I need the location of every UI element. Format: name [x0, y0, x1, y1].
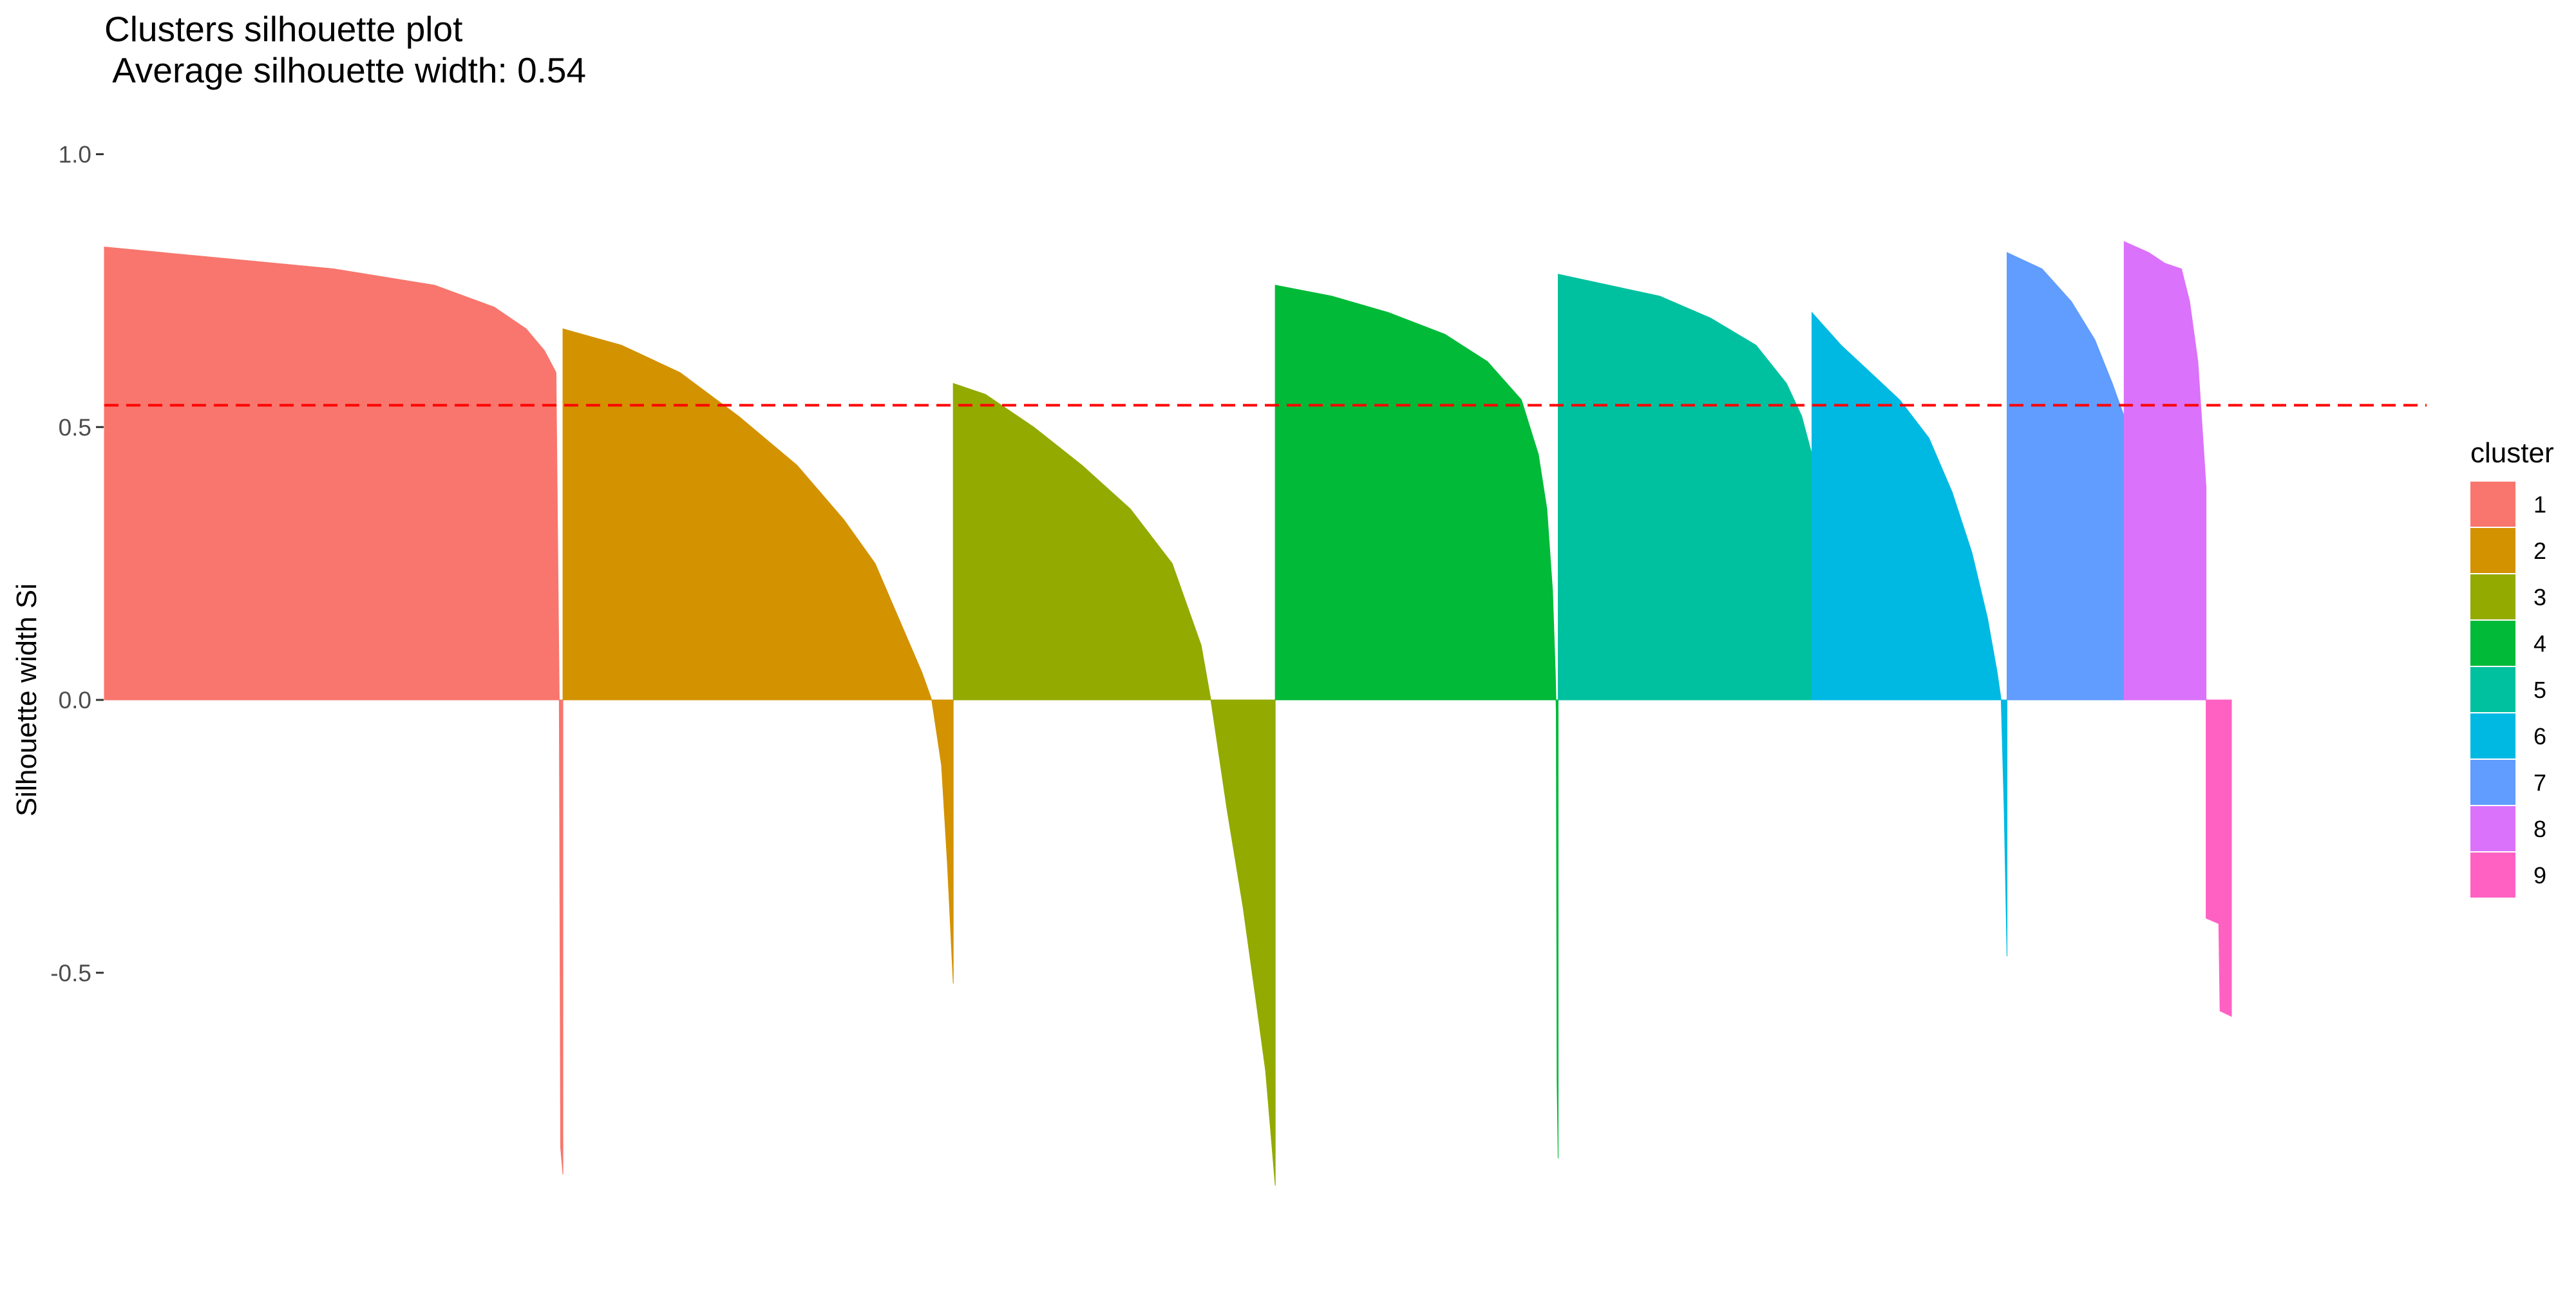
- silhouette-cluster-7: [2007, 252, 2125, 701]
- y-tick-label: 0.0: [59, 687, 91, 713]
- silhouette-cluster-5: [1558, 274, 1812, 701]
- legend-swatch-7: [2470, 760, 2515, 805]
- legend-label-4: 4: [2533, 630, 2546, 657]
- legend-label-2: 2: [2533, 538, 2546, 564]
- legend-swatch-4: [2470, 621, 2515, 666]
- legend-swatch-8: [2470, 806, 2515, 851]
- y-tick-label: 1.0: [59, 142, 91, 168]
- silhouette-cluster-9: [2206, 699, 2232, 1017]
- chart-subtitle: Average silhouette width: 0.54: [104, 50, 587, 90]
- legend-label-3: 3: [2533, 584, 2546, 610]
- silhouette-cluster-2: [562, 328, 954, 984]
- legend-label-5: 5: [2533, 677, 2546, 703]
- silhouette-cluster-6: [1812, 311, 2007, 957]
- legend-swatch-9: [2470, 853, 2515, 898]
- legend-label-9: 9: [2533, 862, 2546, 889]
- legend-title: cluster: [2470, 437, 2554, 469]
- silhouette-cluster-3: [952, 382, 1276, 1186]
- y-tick-label: 0.5: [59, 414, 91, 440]
- legend-swatch-6: [2470, 713, 2515, 759]
- legend-swatch-1: [2470, 482, 2515, 527]
- legend-label-8: 8: [2533, 816, 2546, 842]
- y-tick-label: -0.5: [50, 960, 91, 986]
- legend-swatch-2: [2470, 528, 2515, 573]
- legend-label-6: 6: [2533, 723, 2546, 749]
- silhouette-cluster-4: [1274, 285, 1558, 1158]
- silhouette-cluster-8: [2123, 241, 2207, 701]
- y-axis-title: Silhouette width Si: [11, 583, 43, 816]
- chart-title: Clusters silhouette plot: [104, 9, 463, 49]
- silhouette-cluster-1: [104, 247, 564, 1175]
- legend-swatch-3: [2470, 574, 2515, 619]
- legend-label-7: 7: [2533, 769, 2546, 796]
- legend-label-1: 1: [2533, 491, 2546, 518]
- legend-swatch-5: [2470, 667, 2515, 712]
